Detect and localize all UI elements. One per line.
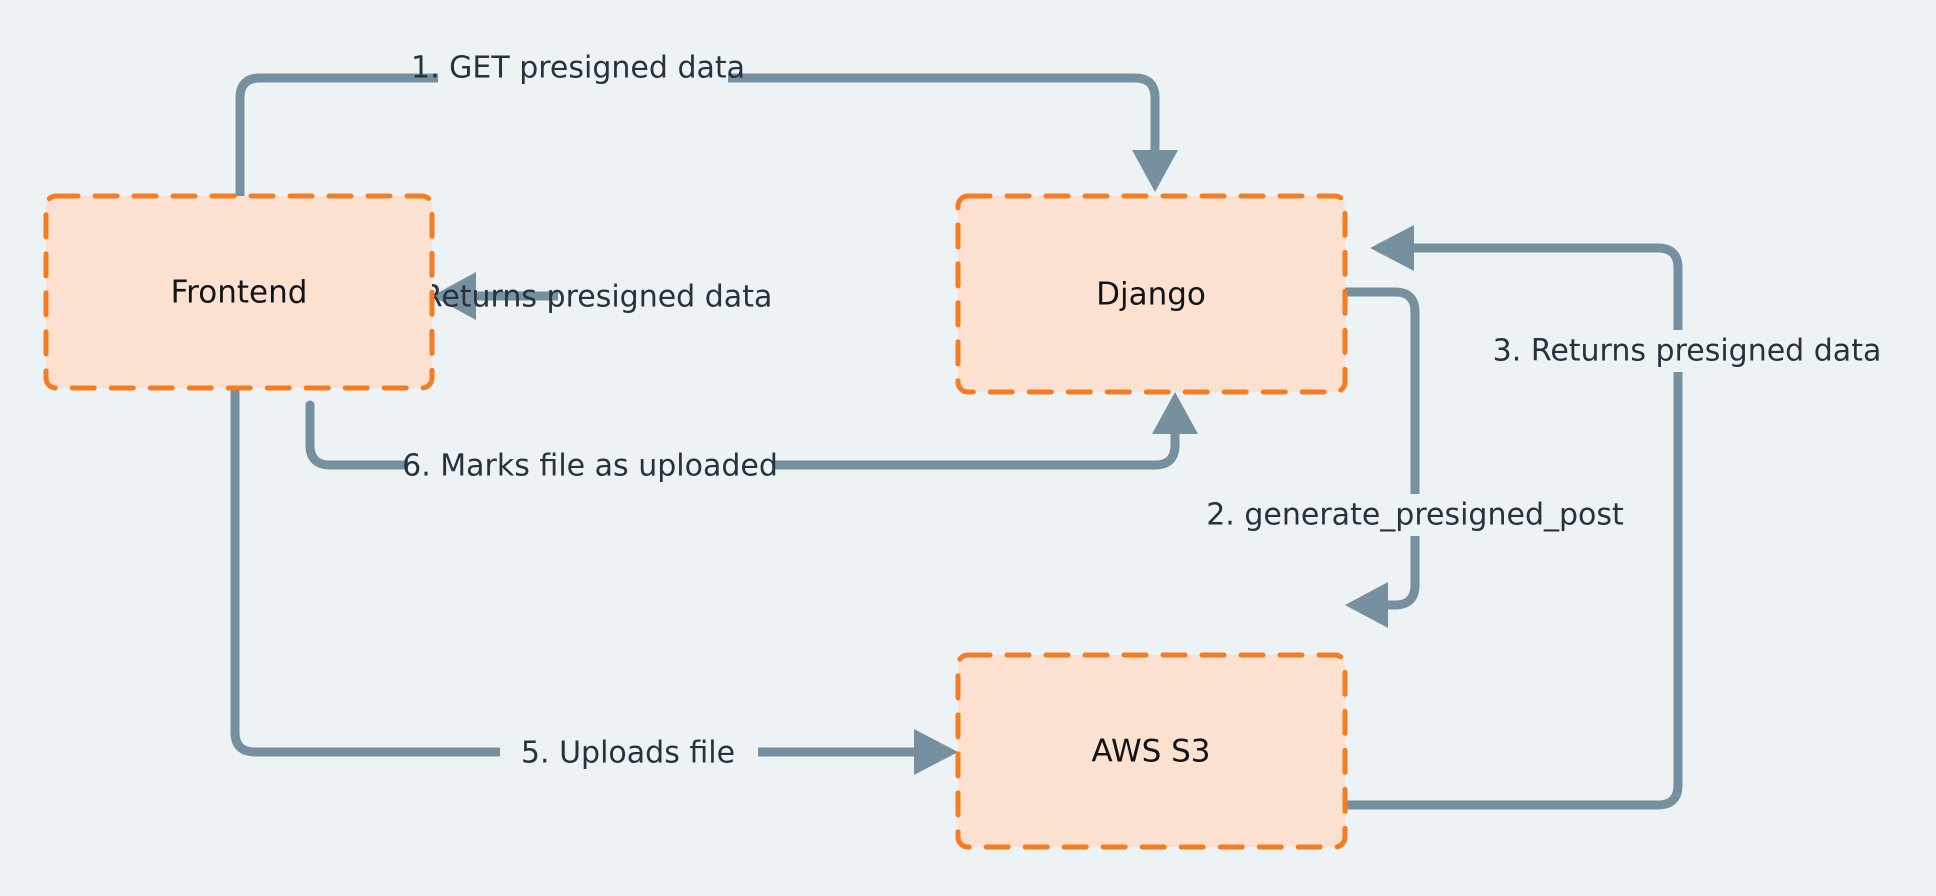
edge-step-3-path	[1340, 243, 1683, 810]
edge-step-5-arrowhead	[914, 729, 958, 775]
edge-step-3-label-bg	[1472, 330, 1902, 372]
edge-step-6-label: 6. Marks file as uploaded	[402, 449, 778, 484]
edge-step-4-label-bg	[558, 276, 968, 318]
node-django-label: Django	[1096, 277, 1206, 313]
edge-step-1-label-bg	[438, 48, 728, 88]
edge-step-4-arrowhead	[432, 272, 476, 320]
node-django[interactable]: Django	[955, 193, 1348, 395]
node-aws-s3-box[interactable]	[955, 652, 1348, 850]
edge-step-2: 2. generate_presigned_post	[1190, 287, 1640, 628]
edge-step-3: 3. Returns presigned data	[1340, 225, 1902, 810]
edge-step-6-label-bg	[408, 445, 772, 487]
edge-step-5: 5. Uploads file	[230, 383, 958, 775]
edge-step-1-label: 1. GET presigned data	[411, 51, 745, 86]
edge-step-5-label: 5. Uploads file	[521, 736, 735, 771]
edge-step-2-label: 2. generate_presigned_post	[1206, 498, 1624, 533]
edge-step-4-label: 4. Returns presigned data	[384, 280, 773, 315]
node-frontend-label: Frontend	[171, 275, 308, 311]
edge-step-3-arrowhead	[1370, 225, 1414, 271]
edge-step-3-label: 3. Returns presigned data	[1493, 334, 1882, 369]
node-django-box[interactable]	[955, 193, 1348, 395]
edge-step-1-arrowhead	[1132, 150, 1178, 192]
edge-step-1: 1. GET presigned data	[235, 48, 1178, 201]
node-aws-s3[interactable]: AWS S3	[955, 652, 1348, 850]
edge-step-6-arrowhead	[1152, 392, 1198, 434]
edge-step-5-path	[230, 383, 925, 757]
edge-step-2-path	[1340, 287, 1420, 610]
edge-step-6: 6. Marks file as uploaded	[305, 392, 1198, 487]
edge-step-2-label-bg	[1190, 494, 1640, 536]
node-frontend-box[interactable]	[43, 193, 435, 391]
edge-step-5-label-bg	[500, 732, 758, 774]
edge-step-1-path	[235, 73, 1160, 201]
node-aws-s3-label: AWS S3	[1091, 734, 1210, 770]
node-frontend[interactable]: Frontend	[43, 193, 435, 391]
edge-step-4: 4. Returns presigned data	[384, 272, 968, 320]
edge-step-2-arrowhead	[1345, 582, 1388, 628]
